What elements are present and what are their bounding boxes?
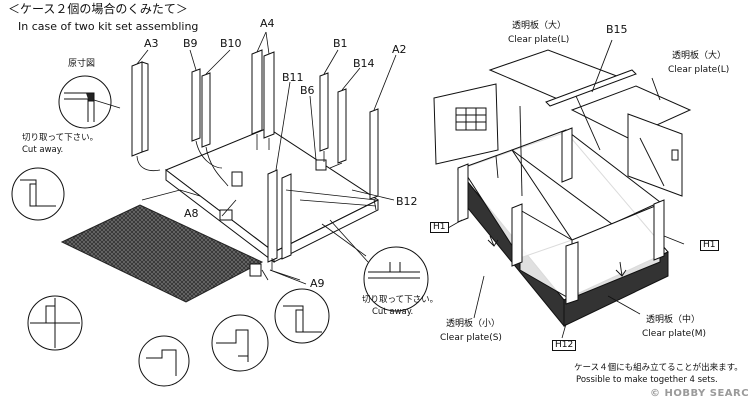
cut-away2-jp: 切り取って下さい。 [362, 295, 439, 305]
leader-lines [136, 31, 397, 285]
cut-away-jp: 切り取って下さい。 [22, 133, 99, 143]
watermark: © HOBBY SEARCH [650, 388, 750, 399]
right-side-panel [627, 113, 683, 197]
cut-away2-en: Cut away. [372, 307, 414, 317]
top-clear-plate [488, 49, 624, 101]
corner-detail-middle [211, 314, 269, 372]
part-label-a3: A3 [144, 37, 159, 50]
part-label-a9: A9 [310, 277, 325, 290]
corner-detail-right [274, 288, 330, 344]
corner-detail-bottom [138, 335, 190, 387]
part-label-a2: A2 [392, 43, 407, 56]
part-label-b11: B11 [282, 71, 304, 84]
h1-left-label: H1 [430, 222, 449, 233]
part-label-b9: B9 [183, 37, 198, 50]
h1-right-label: H1 [700, 240, 719, 251]
assembly-arrows [487, 39, 665, 277]
part-label-a4: A4 [260, 17, 275, 30]
title-english: In case of two kit set assembling [18, 20, 199, 33]
actual-size-label: 原寸図 [68, 59, 96, 69]
title-japanese: ＜ケース２個の場合のくみたて＞ [8, 2, 188, 16]
part-label-b6: B6 [300, 84, 315, 97]
part-label-b12: B12 [396, 195, 418, 208]
clear-plate-m-jp: 透明板（中） [646, 315, 701, 325]
cut-away-en: Cut away. [22, 145, 64, 155]
clear-plate-s-en: Clear plate(S) [440, 333, 502, 343]
note-jp: ケース４個にも組み立てることが出来ます。 [574, 363, 743, 373]
part-label-b14: B14 [353, 57, 375, 70]
back-left-panel [433, 83, 499, 165]
case-walls [461, 129, 661, 301]
clear-plate-l-right-jp: 透明板（大） [672, 51, 727, 61]
b15-rail [545, 69, 637, 107]
label-leaders-right [447, 219, 685, 339]
small-blocks [219, 159, 327, 277]
right-clear-plate [570, 85, 692, 139]
clear-plate-s-jp: 透明板（小） [446, 319, 501, 329]
case-posts [457, 127, 665, 305]
guide-lines [93, 99, 377, 281]
corner-detail-bottom-left [27, 295, 83, 351]
note-en: Possible to make together 4 sets. [576, 375, 718, 385]
actual-size-detail [58, 75, 112, 129]
h12-label: H12 [552, 340, 577, 351]
pillars [131, 49, 379, 263]
b15-label: B15 [606, 23, 628, 36]
clear-plate-l-top-jp: 透明板（大） [512, 21, 567, 31]
clear-plate-l-right-en: Clear plate(L) [668, 65, 730, 75]
clear-plate-m-en: Clear plate(M) [642, 329, 706, 339]
cut-away-detail [363, 246, 429, 312]
clear-plate-l-top-en: Clear plate(L) [508, 35, 570, 45]
corner-detail-left [11, 167, 65, 221]
base-mat [60, 204, 264, 303]
part-label-b10: B10 [220, 37, 242, 50]
part-label-b1: B1 [333, 37, 348, 50]
part-label-a8: A8 [184, 207, 199, 220]
